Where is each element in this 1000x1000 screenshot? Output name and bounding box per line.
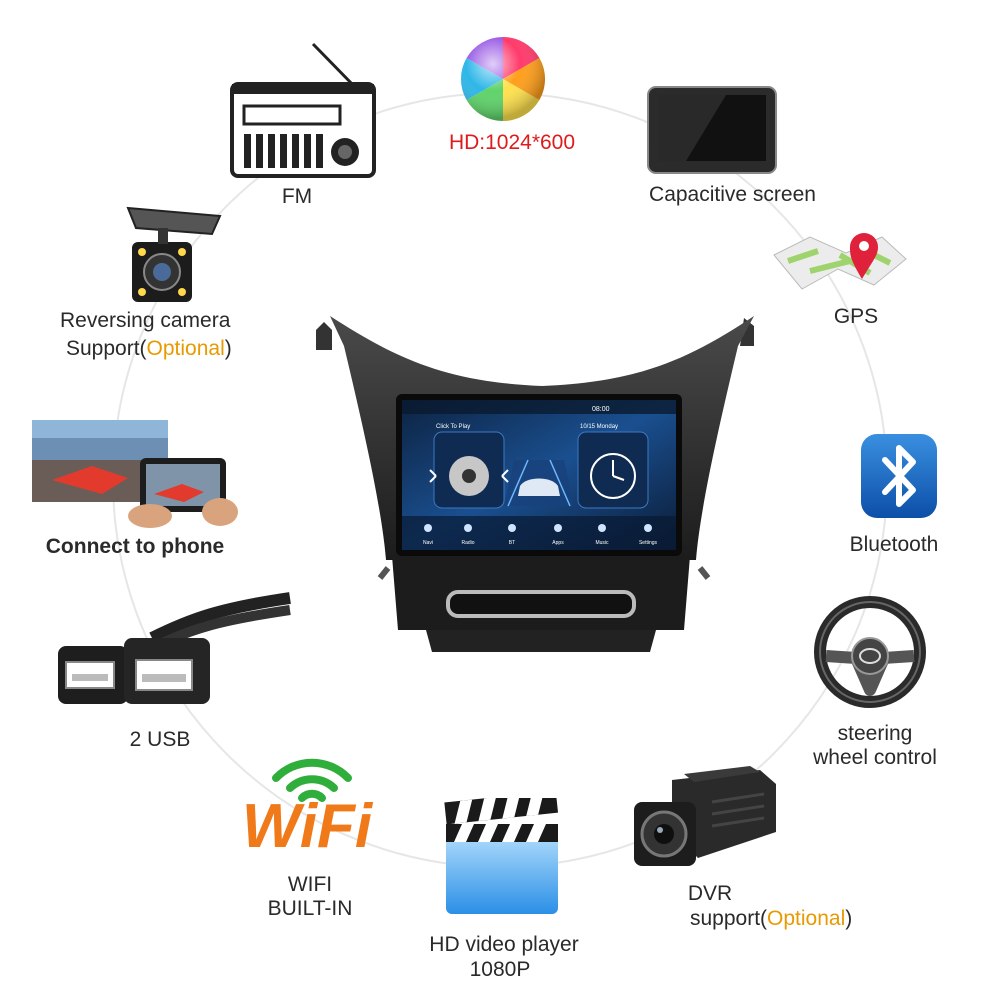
steering-label-2: wheel control (813, 746, 937, 769)
music-widget (429, 431, 509, 509)
date-text: 10/15 Monday (580, 424, 618, 430)
bluetooth-label: Bluetooth (849, 533, 939, 556)
steering-label-1: steering (837, 722, 913, 745)
gps-label: GPS (833, 305, 879, 328)
clock-widget (577, 431, 649, 509)
status-time: 08:00 (592, 406, 610, 413)
screen-label: Capacitive screen (649, 183, 816, 206)
video-label-2: 1080P (469, 958, 531, 981)
gps-map-icon (770, 215, 910, 305)
dock-apps: Apps (552, 540, 564, 546)
resolution-label: HD:1024*600 (448, 131, 576, 154)
color-ball-icon (458, 34, 548, 124)
video-label-1: HD video player (429, 933, 579, 956)
dvr-label-2: support(Optional) (690, 907, 853, 930)
dock-bt: BT (509, 540, 515, 546)
steering-wheel-icon (812, 594, 928, 710)
screen-icon (646, 85, 778, 175)
wifi-logo: WiFi (241, 792, 373, 861)
usb-label: 2 USB (129, 728, 191, 751)
wifi-signal-icon (270, 752, 354, 802)
reversing-camera-label-1: Reversing camera (60, 309, 231, 332)
phone-label: Connect to phone (45, 535, 225, 558)
reversing-camera-icon (120, 198, 230, 308)
video-player-icon (440, 798, 564, 920)
phone-mirroring-icon (32, 420, 242, 530)
dock-radio: Radio (461, 540, 474, 546)
bluetooth-icon (859, 432, 939, 520)
usb-cable-icon (52, 588, 292, 718)
dvr-camera-icon (632, 762, 782, 882)
dock-navi: Navi (423, 540, 433, 546)
dock-settings: Settings (639, 540, 658, 546)
fm-label: FM (281, 185, 313, 208)
car-head-unit: 08:00 Click To Play 10/15 Monday Navi Ra… (308, 310, 774, 662)
music-prompt: Click To Play (436, 424, 470, 430)
reversing-camera-label-2: Support(Optional) (66, 337, 232, 360)
dvr-label-1: DVR (687, 882, 733, 905)
dock-music: Music (595, 540, 609, 546)
radio-icon (228, 40, 378, 180)
car-widget (504, 459, 574, 507)
wifi-label-2: BUILT-IN (267, 897, 353, 920)
wifi-label-1: WIFI (287, 873, 333, 896)
